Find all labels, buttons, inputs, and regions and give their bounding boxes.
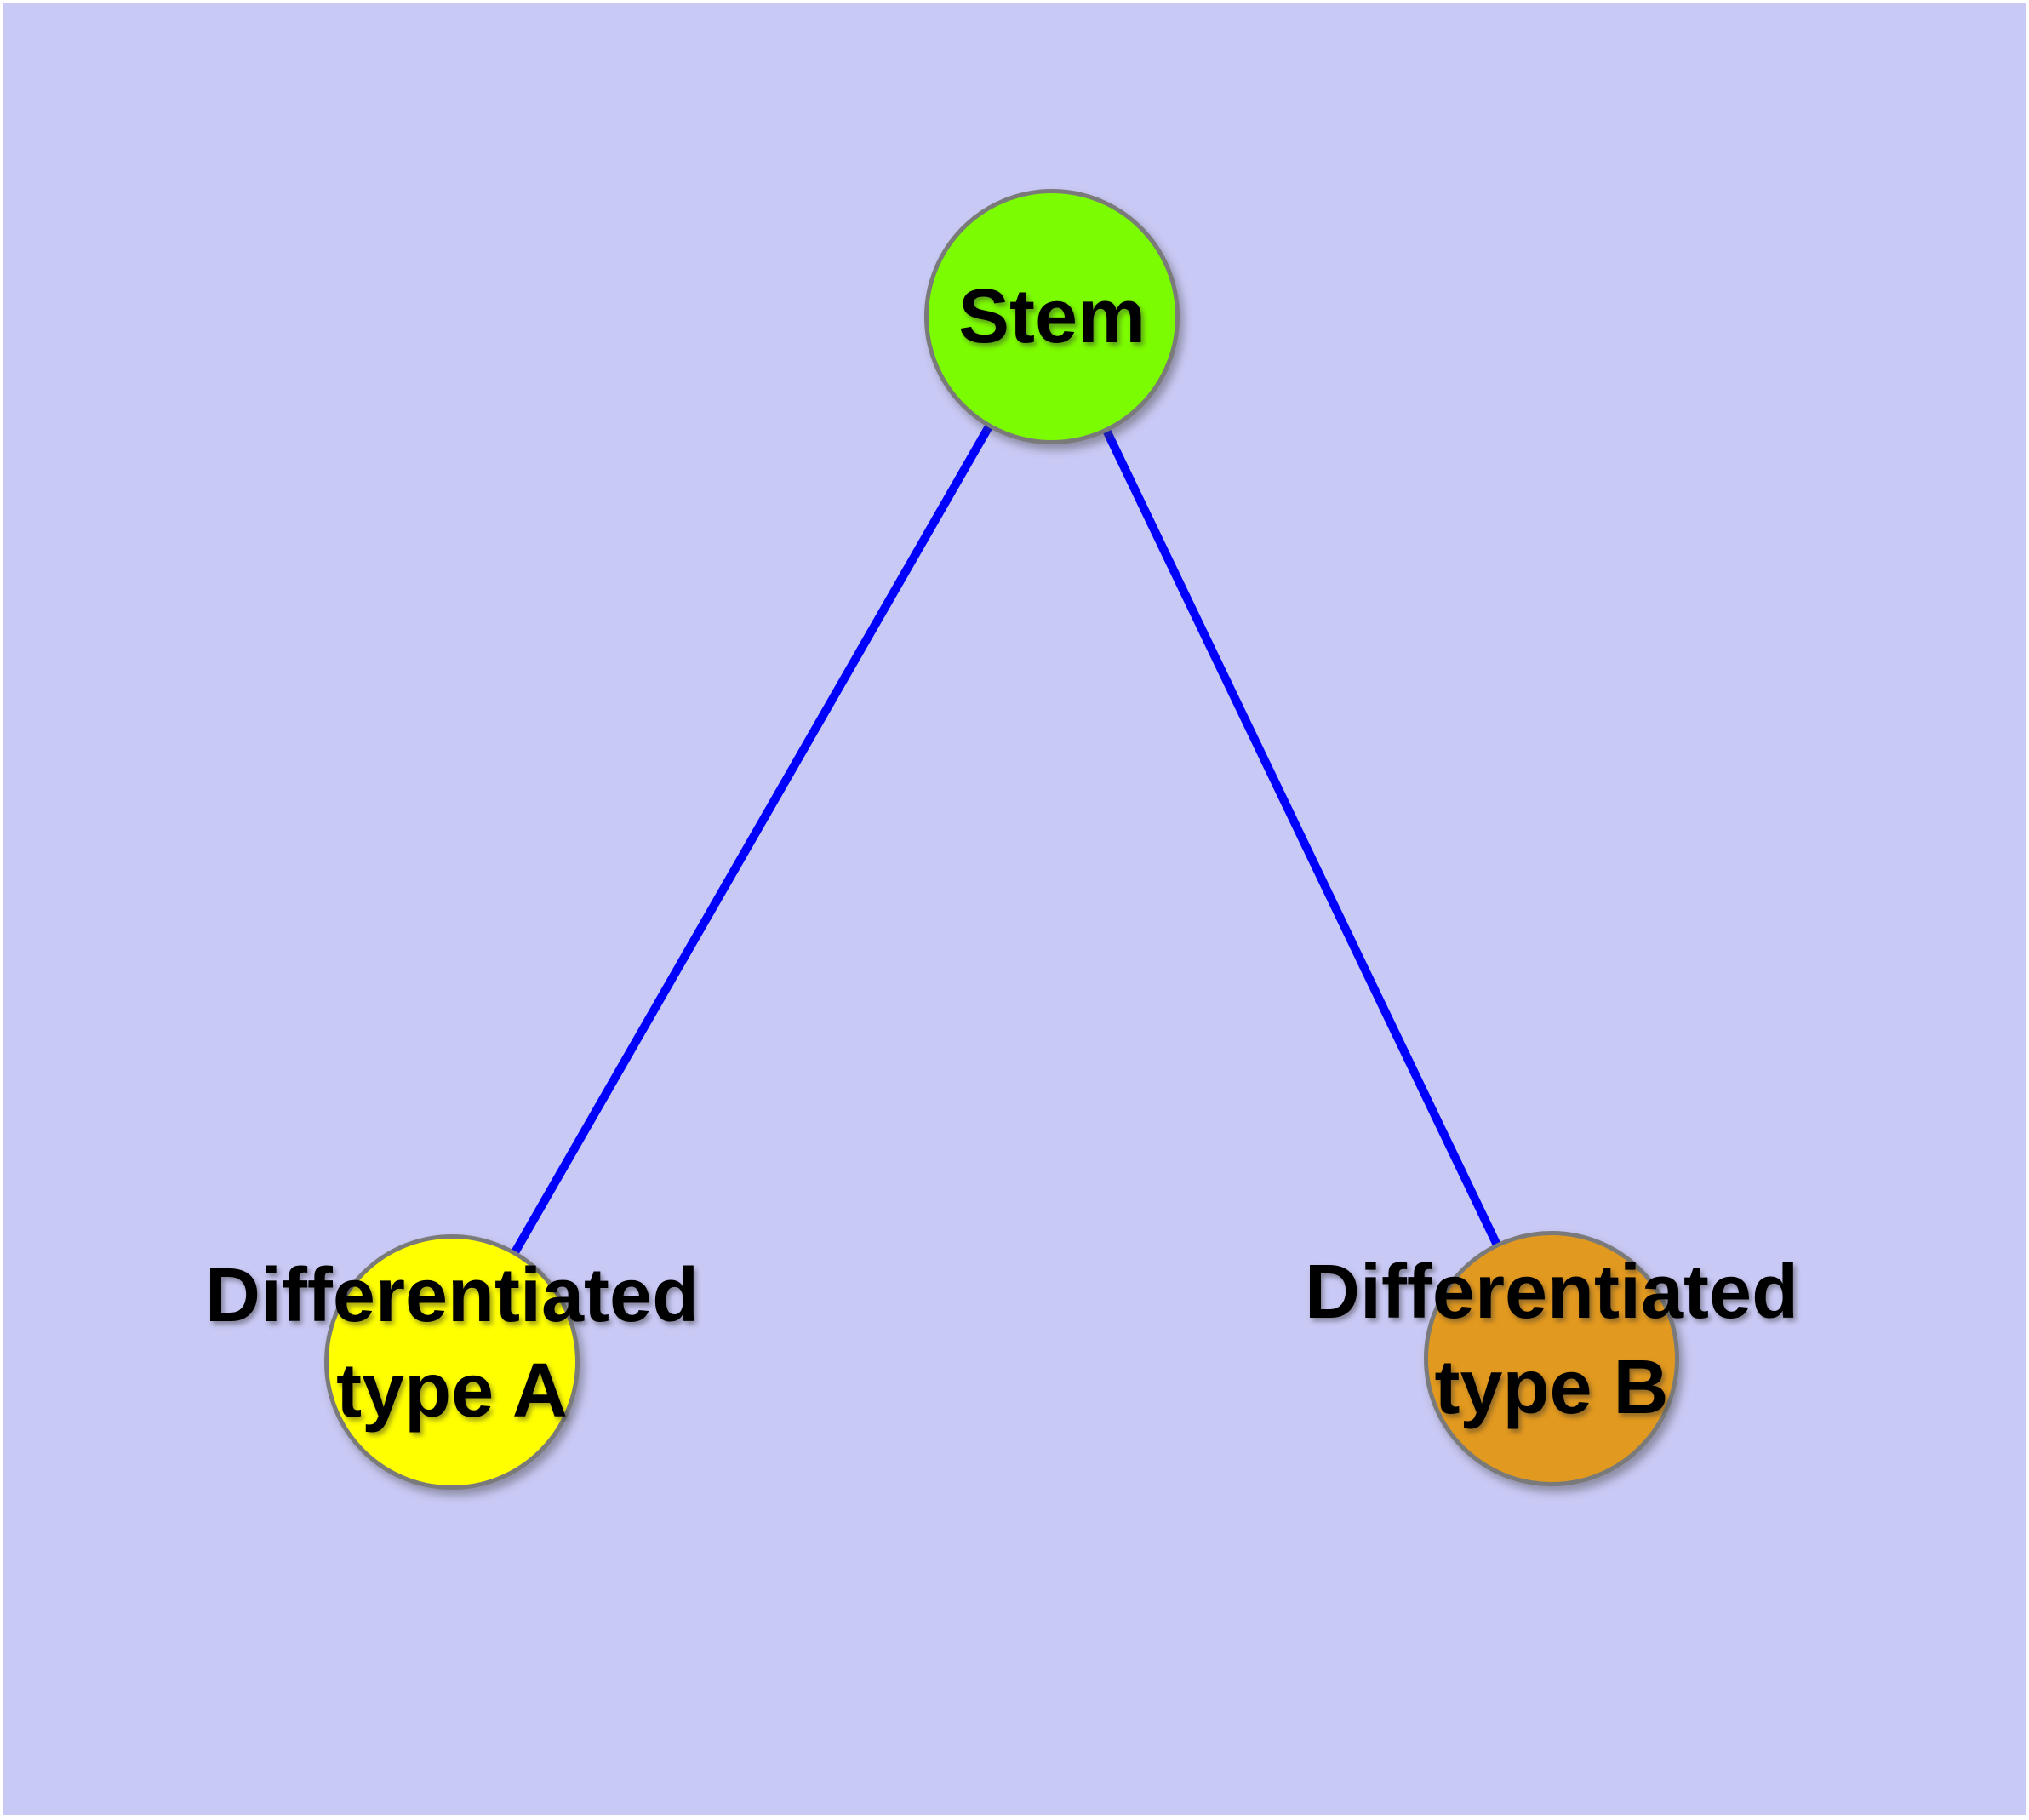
node-stem: Stem <box>924 189 1180 444</box>
node-type-a-label-line2: type A <box>336 1348 568 1434</box>
node-type-b-label-line1: Differentiated <box>1304 1250 1799 1335</box>
node-type-a-label: Differentiated type A <box>205 1248 699 1439</box>
node-type-a-label-line1: Differentiated <box>204 1253 700 1338</box>
node-differentiated-type-a: Differentiated type A <box>205 1234 699 1490</box>
node-type-b-label: Differentiated type B <box>1305 1245 1798 1435</box>
node-stem-label: Stem <box>957 274 1146 359</box>
node-type-b-label-line2: type B <box>1434 1345 1669 1430</box>
node-differentiated-type-b: Differentiated type B <box>1305 1231 1798 1486</box>
